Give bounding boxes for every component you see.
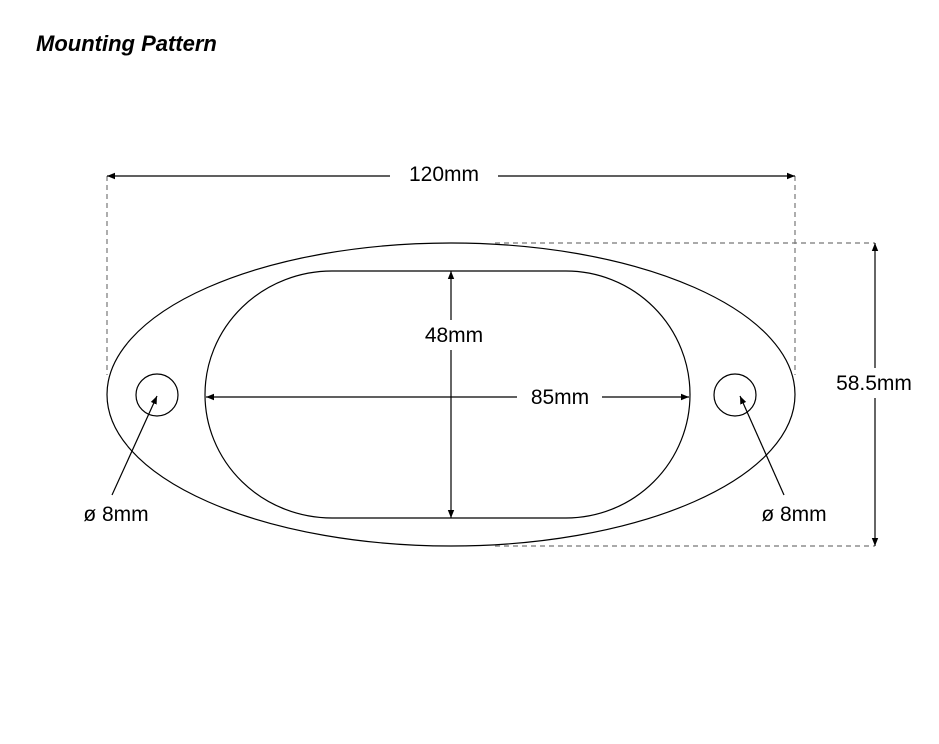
hole-left-leader <box>111 395 158 496</box>
center-cutout-outline <box>204 270 691 519</box>
label-hole-right: ø 8mm <box>761 503 826 526</box>
label-overall-height: 58.5mm <box>836 372 912 395</box>
label-cutout-height: 48mm <box>425 324 483 347</box>
label-hole-left: ø 8mm <box>83 503 148 526</box>
label-cutout-width: 85mm <box>531 386 589 409</box>
hole-right-leader <box>739 395 785 496</box>
mounting-hole-right <box>713 373 757 417</box>
mounting-hole-left <box>135 373 179 417</box>
diagram-title: Mounting Pattern <box>36 31 217 56</box>
outer-plate-outline <box>106 242 796 547</box>
label-overall-width: 120mm <box>409 163 479 186</box>
